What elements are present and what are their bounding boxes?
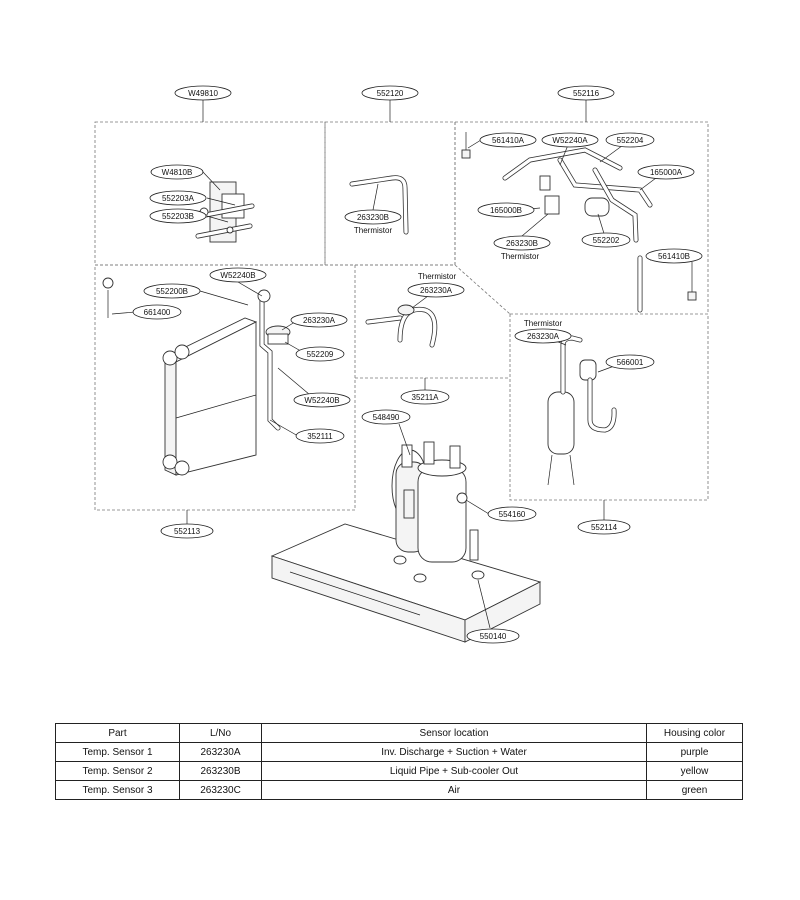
cell-housing-color: yellow (646, 761, 743, 781)
svg-text:548490: 548490 (373, 413, 400, 422)
exploded-parts-diagram: W49810 552120 552116 W4810B 552203A 5522… (94, 85, 709, 644)
svg-text:552120: 552120 (377, 89, 404, 98)
callout-661400[interactable]: 661400 (132, 304, 182, 320)
callout-552203b[interactable]: 552203B (149, 208, 207, 224)
callout-552209[interactable]: 552209 (295, 346, 345, 362)
svg-text:552113: 552113 (174, 527, 201, 536)
svg-text:W4810B: W4810B (162, 168, 193, 177)
callout-552120[interactable]: 552120 (361, 85, 419, 101)
callout-w4810b[interactable]: W4810B (150, 164, 204, 180)
svg-text:W52240B: W52240B (304, 396, 339, 405)
callout-548490[interactable]: 548490 (361, 409, 411, 425)
svg-text:554160: 554160 (499, 510, 526, 519)
compressor-and-base (270, 441, 542, 643)
svg-text:566001: 566001 (617, 358, 644, 367)
callout-w52240b-low[interactable]: W52240B (293, 392, 351, 408)
header-part: Part (55, 723, 180, 743)
pipe-assembly-552116 (461, 132, 697, 313)
svg-text:35211A: 35211A (412, 393, 440, 402)
svg-text:552200B: 552200B (156, 287, 188, 296)
svg-text:W49810: W49810 (188, 89, 218, 98)
svg-text:263230A: 263230A (527, 332, 560, 341)
thermistor-552120 (349, 175, 409, 235)
svg-text:552114: 552114 (591, 523, 618, 532)
cell-sensor-location: Inv. Discharge + Suction + Water (261, 742, 647, 762)
callout-263230a-right[interactable]: 263230A (514, 328, 572, 344)
svg-text:165000A: 165000A (650, 168, 683, 177)
callout-552200b[interactable]: 552200B (143, 283, 201, 299)
callout-561410a[interactable]: 561410A (479, 132, 537, 148)
callout-352111[interactable]: 352111 (295, 428, 345, 444)
svg-text:550140: 550140 (480, 632, 507, 641)
sensor-table: Part L/No Sensor location Housing color … (55, 723, 743, 800)
svg-text:W52240A: W52240A (552, 136, 588, 145)
callout-263230b-top[interactable]: 263230B (344, 209, 402, 225)
cell-sensor-location: Air (261, 780, 647, 800)
svg-text:263230A: 263230A (420, 286, 453, 295)
valve-assembly-w49810 (187, 181, 255, 243)
callout-263230a-mid[interactable]: 263230A (407, 282, 465, 298)
callout-263230a-left[interactable]: 263230A (290, 312, 348, 328)
header-lno: L/No (179, 723, 262, 743)
svg-text:552116: 552116 (573, 89, 600, 98)
callout-566001[interactable]: 566001 (605, 354, 655, 370)
cell-part: Temp. Sensor 2 (55, 761, 180, 781)
thermistor-note-2: Thermistor (501, 252, 540, 261)
callout-w52240a[interactable]: W52240A (541, 132, 599, 148)
callout-35211a[interactable]: 35211A (400, 389, 450, 405)
svg-text:352111: 352111 (307, 432, 333, 441)
thermistor-center (365, 304, 438, 348)
svg-text:552203A: 552203A (162, 194, 195, 203)
svg-text:263230A: 263230A (303, 316, 336, 325)
cell-lno: 263230C (179, 780, 262, 800)
svg-text:W52240B: W52240B (220, 271, 255, 280)
callout-552202[interactable]: 552202 (581, 232, 631, 248)
svg-text:263230B: 263230B (357, 213, 389, 222)
thermistor-note-3: Thermistor (418, 272, 457, 281)
heat-exchanger-552113 (102, 277, 291, 476)
callout-165000a[interactable]: 165000A (637, 164, 695, 180)
svg-text:661400: 661400 (144, 308, 171, 317)
svg-text:552203B: 552203B (162, 212, 194, 221)
callout-552113[interactable]: 552113 (160, 523, 214, 539)
cell-part: Temp. Sensor 3 (55, 780, 180, 800)
callout-561410b[interactable]: 561410B (645, 248, 703, 264)
callout-552203a[interactable]: 552203A (149, 190, 207, 206)
callout-554160[interactable]: 554160 (487, 506, 537, 522)
cell-housing-color: green (646, 780, 743, 800)
table-row: Temp. Sensor 3 263230C Air green (55, 780, 743, 800)
svg-text:561410A: 561410A (492, 136, 525, 145)
svg-text:165000B: 165000B (490, 206, 522, 215)
svg-text:552204: 552204 (617, 136, 644, 145)
header-housing-color: Housing color (646, 723, 743, 743)
svg-text:561410B: 561410B (658, 252, 690, 261)
accumulator-552114 (547, 335, 617, 486)
group-boundaries (94, 121, 709, 511)
callout-w49810[interactable]: W49810 (174, 85, 232, 101)
cell-housing-color: purple (646, 742, 743, 762)
svg-text:552209: 552209 (307, 350, 334, 359)
callout-165000b[interactable]: 165000B (477, 202, 535, 218)
thermistor-note-4: Thermistor (524, 319, 563, 328)
table-row: Temp. Sensor 2 263230B Liquid Pipe + Sub… (55, 761, 743, 781)
svg-text:552202: 552202 (593, 236, 620, 245)
callout-labels: W49810 552120 552116 W4810B 552203A 5522… (132, 85, 703, 644)
table-row: Temp. Sensor 1 263230A Inv. Discharge + … (55, 742, 743, 762)
cell-lno: 263230B (179, 761, 262, 781)
callout-263230b-right[interactable]: 263230B (493, 235, 551, 251)
cell-sensor-location: Liquid Pipe + Sub-cooler Out (261, 761, 647, 781)
callout-550140[interactable]: 550140 (466, 628, 520, 644)
cell-lno: 263230A (179, 742, 262, 762)
callout-552204[interactable]: 552204 (605, 132, 655, 148)
callout-w52240b-top[interactable]: W52240B (209, 267, 267, 283)
cell-part: Temp. Sensor 1 (55, 742, 180, 762)
table-header-row: Part L/No Sensor location Housing color (55, 723, 743, 743)
thermistor-note-1: Thermistor (354, 226, 393, 235)
svg-text:263230B: 263230B (506, 239, 538, 248)
callout-552114[interactable]: 552114 (577, 519, 631, 535)
header-sensor-location: Sensor location (261, 723, 647, 743)
callout-552116[interactable]: 552116 (557, 85, 615, 101)
